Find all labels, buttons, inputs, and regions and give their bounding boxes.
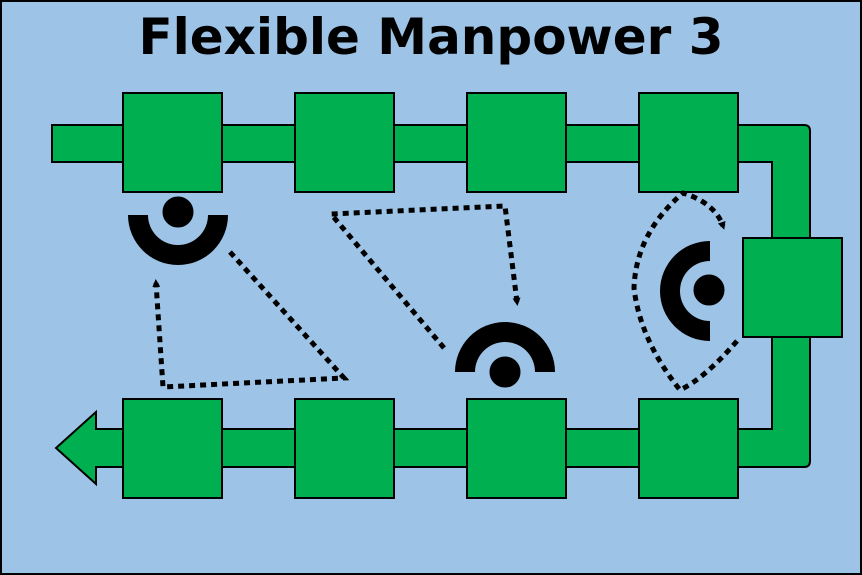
worker-2-icon bbox=[455, 322, 555, 391]
station-top-1 bbox=[122, 92, 223, 193]
station-bottom-1 bbox=[122, 398, 223, 499]
station-right bbox=[742, 237, 843, 338]
worker-2-walk-path bbox=[325, 203, 521, 350]
station-top-2 bbox=[294, 92, 395, 193]
worker-3-walk-path bbox=[631, 190, 739, 394]
worker-1-icon bbox=[128, 193, 228, 265]
worker-3-icon bbox=[660, 241, 728, 341]
station-bottom-2 bbox=[294, 398, 395, 499]
station-bottom-3 bbox=[466, 398, 567, 499]
station-top-3 bbox=[466, 92, 567, 193]
station-top-4 bbox=[638, 92, 739, 193]
diagram-title: Flexible Manpower 3 bbox=[138, 8, 724, 66]
station-bottom-4 bbox=[638, 398, 739, 499]
